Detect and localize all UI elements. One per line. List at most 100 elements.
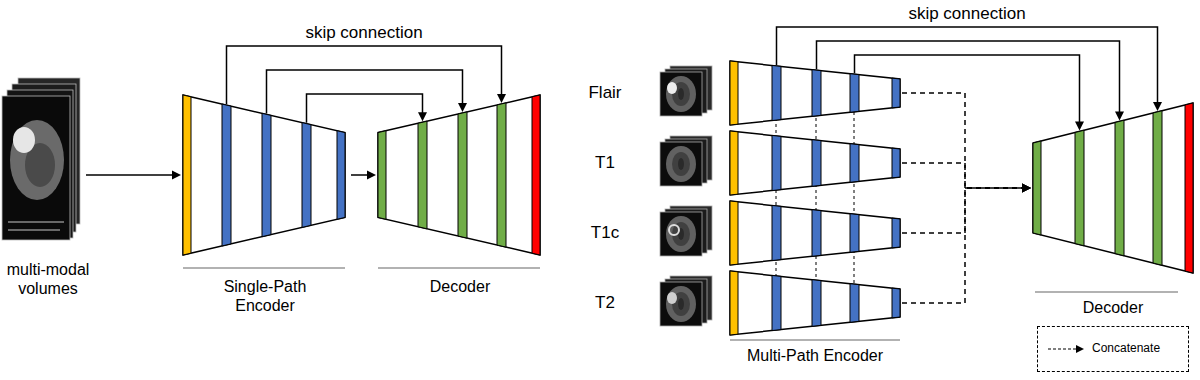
trapezoid-outline: [730, 201, 900, 265]
legend-row: Concatenate: [1038, 338, 1188, 360]
feature-bar: [892, 218, 900, 248]
feature-bar: [892, 288, 900, 318]
feature-bar: [1185, 103, 1193, 273]
feature-bar: [892, 148, 900, 178]
feature-bar: [850, 284, 859, 323]
underline: [378, 267, 540, 269]
trapezoid-outline: [1033, 103, 1193, 273]
part-label: Multi-Path Encoder: [700, 346, 930, 365]
feature-bar: [222, 104, 231, 246]
underline: [183, 267, 345, 269]
legend-box: Concatenate: [1037, 326, 1189, 372]
feature-bar: [418, 121, 427, 229]
arrowhead: [1153, 102, 1162, 111]
mri-thumbnail: [660, 66, 712, 116]
arrowhead: [172, 171, 181, 180]
feature-bar: [730, 131, 738, 195]
trapezoid-outline: [730, 131, 900, 195]
trapezoid-outline: [730, 201, 900, 265]
arrowhead: [458, 103, 467, 112]
node-area: [2, 78, 80, 240]
feature-bar: [850, 74, 859, 113]
trapezoid-shape: [183, 95, 345, 255]
connector-line: [227, 46, 502, 104]
decoder-block: Decoder: [376, 92, 544, 332]
legend-label: Concatenate: [1092, 341, 1160, 355]
modality-encoder: T2: [575, 268, 905, 338]
feature-bar: [378, 131, 386, 220]
feature-bar: [772, 275, 781, 330]
connector: [902, 93, 1031, 193]
node-label: Decoder: [1040, 298, 1186, 317]
modality-encoder: T1: [575, 128, 905, 198]
decoder-block: Decoder: [1030, 100, 1196, 322]
arrowhead: [1022, 184, 1031, 193]
concat-line: [816, 100, 817, 300]
feature-bar: [772, 205, 781, 260]
arrowhead: [1022, 184, 1031, 193]
trapezoid-shape: [730, 131, 900, 195]
arrowhead: [367, 171, 376, 180]
arrowhead: [1115, 111, 1124, 120]
trapezoid-outline: [378, 95, 540, 255]
trapezoid-shape: [730, 61, 900, 125]
connector: [227, 46, 507, 104]
connector-line: [307, 94, 423, 123]
trapezoid-outline: [730, 271, 900, 335]
encoder-block: Single-Path Encoder: [180, 92, 350, 332]
connector-label: skip connection: [905, 4, 1028, 24]
lesion: [13, 127, 35, 153]
trapezoid-outline: [183, 95, 345, 255]
feature-bar: [772, 135, 781, 190]
concat-line: [854, 100, 855, 300]
feature-bar: [812, 70, 821, 117]
trapezoid-outline: [730, 61, 900, 125]
feature-bar: [850, 144, 859, 183]
connector: [902, 184, 1031, 304]
connector: [86, 171, 181, 180]
trapezoid-outline: [730, 271, 900, 335]
trapezoid-shape: [378, 95, 540, 255]
feature-bar: [1033, 141, 1041, 235]
lesion: [667, 292, 677, 304]
trapezoid-shape: [730, 271, 900, 335]
trapezoid-outline: [730, 131, 900, 195]
feature-bar: [812, 210, 821, 257]
feature-bar: [262, 113, 271, 236]
node-label: multi-modal volumes: [0, 260, 96, 298]
node-label: T1c: [575, 223, 635, 243]
trapezoid-outline: [1033, 103, 1193, 273]
legend-sample-line: [1048, 348, 1076, 349]
arrowhead: [1022, 184, 1031, 193]
underline: [730, 339, 900, 341]
brain: [10, 120, 64, 200]
node-label: Flair: [575, 83, 635, 103]
connector-line: [267, 70, 463, 113]
feature-bar: [850, 214, 859, 253]
node-label: Decoder: [396, 277, 524, 296]
arrowhead: [1022, 184, 1031, 193]
concat-line: [776, 100, 777, 300]
underline: [1035, 291, 1178, 293]
mri-thumbnail: [660, 136, 712, 186]
feature-bar: [532, 95, 540, 255]
connector-line: [351, 174, 368, 176]
arrowhead: [497, 94, 506, 103]
concat-arrow: [902, 93, 1023, 188]
feature-bar: [1075, 130, 1084, 245]
trapezoid-shape: [1033, 103, 1193, 273]
mri-thumbnail: [660, 276, 712, 326]
arrowhead: [418, 112, 427, 121]
connector-line: [86, 174, 173, 176]
input-volumes: multi-modal volumes: [0, 76, 96, 306]
feature-bar: [812, 280, 821, 327]
concat-arrow: [902, 188, 1023, 233]
feature-bar: [1115, 120, 1124, 255]
feature-bar: [812, 140, 821, 187]
legend-sample: [1046, 338, 1086, 360]
feature-bar: [302, 123, 311, 228]
modality-encoder: Flair: [575, 58, 905, 128]
feature-bar: [730, 201, 738, 265]
arrowhead: [1075, 121, 1084, 130]
